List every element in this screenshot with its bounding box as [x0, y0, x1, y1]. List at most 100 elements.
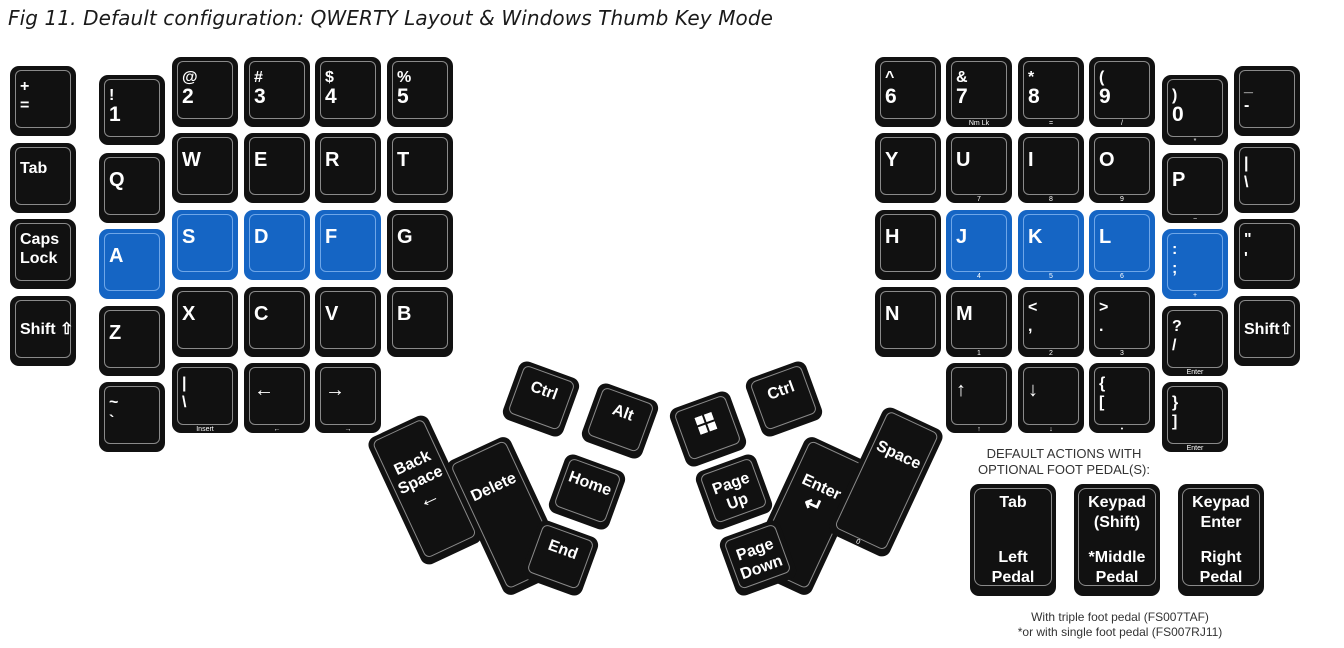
- key-y-label: Y: [885, 149, 933, 171]
- key-s-label: S: [182, 226, 230, 248]
- key-t-label: T: [397, 149, 445, 171]
- key-home-l1: Home: [566, 468, 614, 500]
- windows-icon: [694, 411, 719, 440]
- key-quote-primary: ": [1244, 231, 1252, 248]
- key-pipe-backslash-label: |\: [182, 374, 230, 412]
- key-u-sublegend: 7: [977, 196, 981, 203]
- key-tab: Tab: [10, 143, 76, 213]
- key-delete-l1: Delete: [468, 469, 520, 506]
- key-backslash-secondary: \: [1244, 174, 1249, 191]
- pedal-right-top1: Keypad: [1192, 494, 1250, 511]
- key-1: !1: [99, 75, 165, 145]
- key-ctrl-left: Ctrl: [500, 358, 582, 440]
- key-m-sublegend: 1: [977, 350, 981, 357]
- key-backslash: |\: [1234, 143, 1300, 213]
- key-end-label: End: [530, 530, 597, 570]
- key-w-label: W: [182, 149, 230, 171]
- key-7-sublegend: Nm Lk: [968, 120, 990, 127]
- pedal-heading-line2: OPTIONAL FOOT PEDAL(S):: [978, 462, 1150, 477]
- key-x-primary: X: [182, 303, 196, 325]
- pedal-right-bot1: Right: [1200, 549, 1242, 566]
- key-8-sublegend: =: [1048, 120, 1054, 127]
- key-3: #3: [244, 57, 310, 127]
- key-down-arrow-sublegend: ↓: [1049, 426, 1053, 433]
- pedal-middle-action: Keypad (Shift): [1074, 493, 1160, 533]
- key-9-secondary: 9: [1099, 85, 1111, 108]
- key-slash-secondary: /: [1172, 337, 1177, 354]
- key-2-label: @2: [182, 68, 230, 107]
- key-8: *8=: [1018, 57, 1084, 127]
- key-home: Home: [546, 451, 628, 533]
- key-9-sublegend: /: [1121, 120, 1123, 127]
- key-p: P−: [1162, 153, 1228, 223]
- key-x-label: X: [182, 303, 230, 325]
- key-pipe-backslash-sublegend: Insert: [196, 426, 214, 433]
- key-home-label: Home: [557, 464, 624, 504]
- key-4: $4: [315, 57, 381, 127]
- key-3-primary: #: [254, 69, 263, 86]
- key-semicolon-secondary: ;: [1172, 260, 1178, 277]
- key-o-primary: O: [1099, 149, 1115, 171]
- key-bracket-left-sublegend: •: [1120, 426, 1124, 433]
- key-tab-primary: Tab: [20, 160, 48, 177]
- key-period-primary: >: [1099, 299, 1109, 316]
- key-b-label: B: [397, 303, 445, 325]
- key-pipe-backslash-secondary: \: [182, 394, 187, 411]
- key-v-label: V: [325, 303, 373, 325]
- key-0-sublegend: *: [1193, 138, 1197, 145]
- key-v: V: [315, 287, 381, 357]
- key-0: )0*: [1162, 75, 1228, 145]
- key-semicolon-sublegend: +: [1192, 292, 1198, 299]
- key-6-primary: ^: [885, 69, 895, 86]
- key-a-primary: A: [109, 245, 124, 267]
- key-9-primary: (: [1099, 69, 1105, 86]
- key-up-arrow-label: ↑: [956, 379, 1004, 401]
- pedal-middle-top2: (Shift): [1093, 514, 1141, 531]
- key-bracket-left-secondary: [: [1099, 394, 1105, 411]
- key-g: G: [387, 210, 453, 280]
- key-y: Y: [875, 133, 941, 203]
- key-quote-secondary: ': [1244, 250, 1248, 267]
- key-left-shift-primary: Shift ⇧: [20, 321, 74, 338]
- key-m-primary: M: [956, 303, 973, 325]
- key-m-label: M: [956, 303, 1004, 325]
- key-right-shift-primary: Shift⇧: [1244, 321, 1293, 338]
- key-backslash-label: |\: [1244, 154, 1292, 192]
- key-minus: _-: [1234, 66, 1300, 136]
- key-8-secondary: 8: [1028, 85, 1040, 108]
- key-j-primary: J: [956, 226, 968, 248]
- key-left-shift: Shift ⇧: [10, 296, 76, 366]
- key-bracket-left-label: {[: [1099, 374, 1147, 412]
- pedal-note-single: *or with single foot pedal (FS007RJ11): [1017, 625, 1223, 639]
- key-e-label: E: [254, 149, 302, 171]
- key-4-primary: $: [325, 69, 334, 86]
- key-slash: ?/Enter: [1162, 306, 1228, 376]
- key-period-label: >.: [1099, 298, 1147, 336]
- key-ctrl-left-l1: Ctrl: [528, 378, 560, 404]
- key-bracket-right-secondary: ]: [1172, 413, 1178, 430]
- pedal-note-triple: With triple foot pedal (FS007TAF): [1031, 610, 1209, 624]
- key-tilde-primary: ~: [109, 394, 119, 411]
- key-ctrl-right-l1: Ctrl: [765, 378, 797, 404]
- key-up-arrow-sublegend: ↑: [977, 426, 981, 433]
- key-space-label: Space: [865, 433, 933, 478]
- key-f-label: F: [325, 226, 373, 248]
- key-1-secondary: 1: [109, 103, 121, 126]
- key-n-label: N: [885, 303, 933, 325]
- pedal-left-action: Tab: [970, 493, 1056, 513]
- key-u-primary: U: [956, 149, 971, 171]
- key-space-l1: Space: [873, 437, 924, 473]
- key-d-label: D: [254, 226, 302, 248]
- key-caps-lock-secondary: Lock: [20, 250, 58, 267]
- key-o-label: O: [1099, 149, 1147, 171]
- key-minus-primary: _: [1244, 78, 1253, 95]
- key-p-label: P: [1172, 169, 1220, 191]
- key-5: %5: [387, 57, 453, 127]
- key-right-arrow: →→: [315, 363, 381, 433]
- pedal-middle-top1: Keypad: [1088, 494, 1146, 511]
